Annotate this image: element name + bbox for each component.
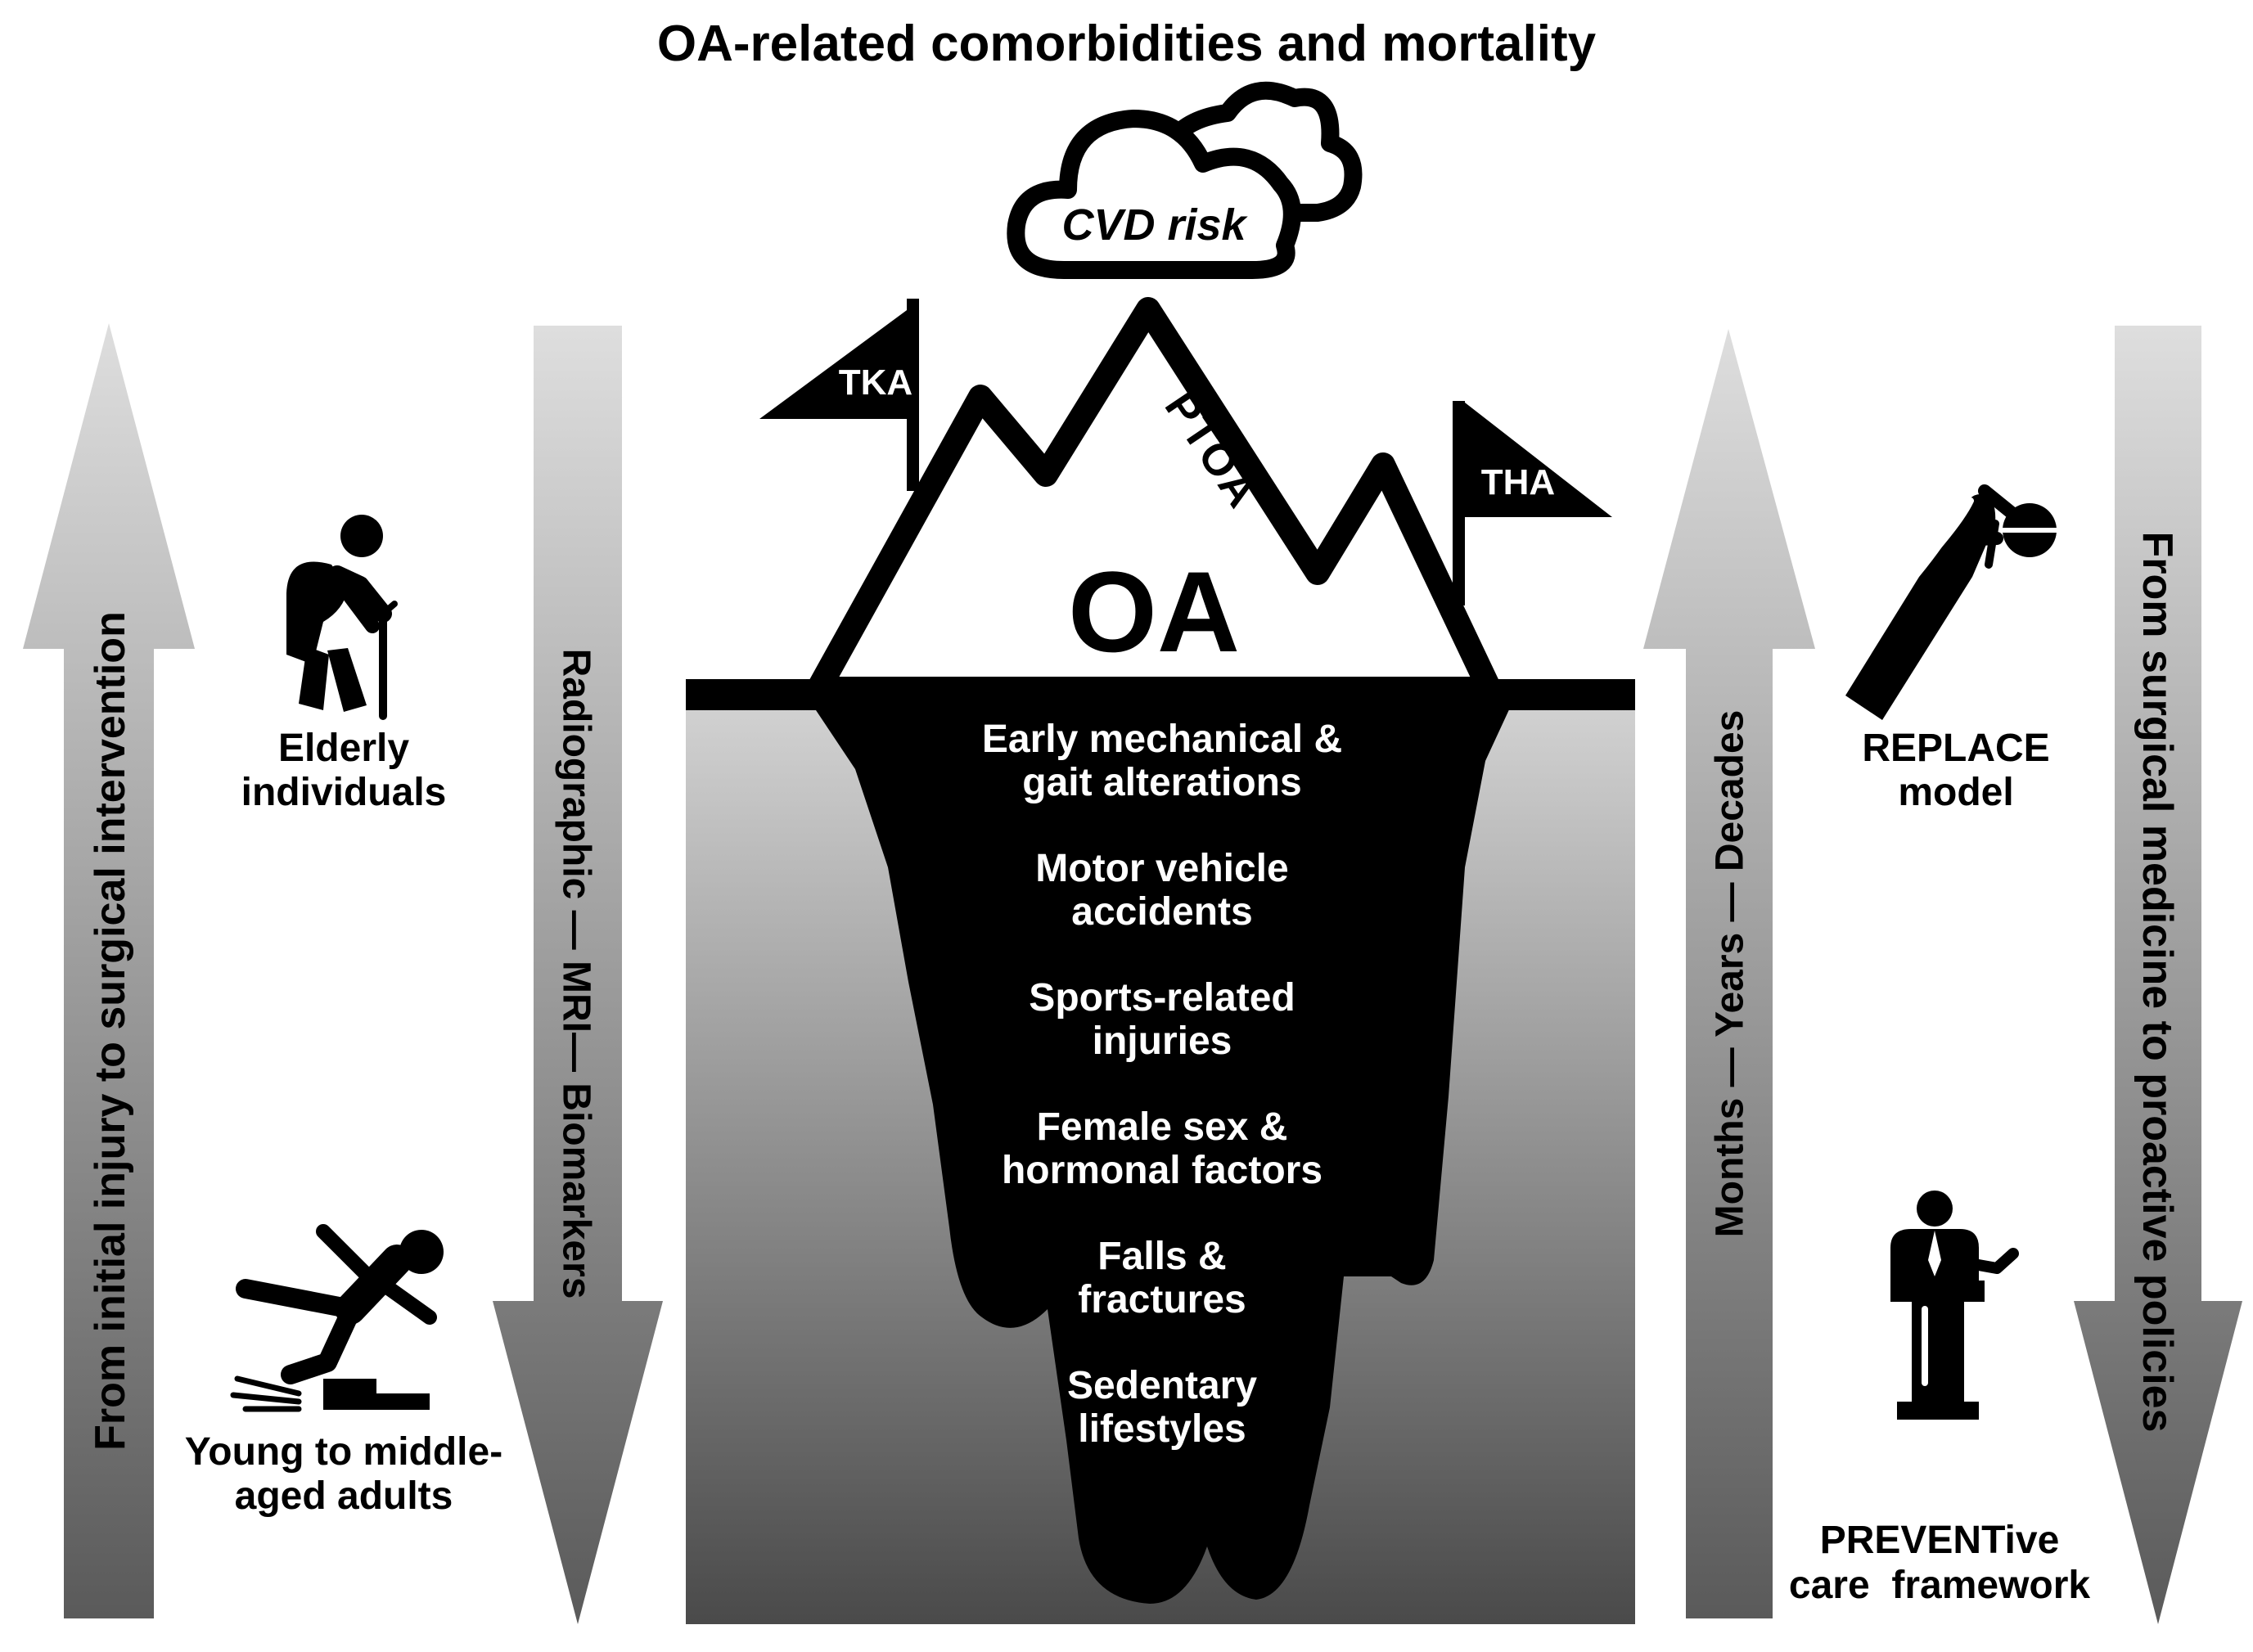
left-inner-arrow bbox=[493, 326, 663, 1624]
speaker-at-podium-icon bbox=[1890, 1191, 2019, 1420]
cloud-icon bbox=[1007, 81, 1363, 279]
iceberg-item-falls: Falls &fractures bbox=[1078, 1235, 1246, 1321]
iceberg-item-mechanical: Early mechanical &gait alterations bbox=[981, 718, 1343, 804]
oa-label: OA bbox=[1068, 547, 1240, 676]
right-inner-arrow-label: Months — Years — Decades bbox=[1708, 709, 1752, 1238]
right-inner-arrow bbox=[1643, 329, 1815, 1618]
tha-flag bbox=[1465, 403, 1612, 517]
left-outer-arrow bbox=[23, 323, 195, 1618]
cloud-label: CVD risk bbox=[1061, 200, 1246, 250]
falling-person-icon bbox=[230, 1224, 444, 1412]
hip-implant-icon bbox=[1845, 484, 2059, 720]
left-outer-arrow-label: From initial injury to surgical interven… bbox=[87, 611, 134, 1451]
tha-flagpole bbox=[1453, 401, 1465, 605]
mountain bbox=[806, 297, 1502, 701]
tha-label: THA bbox=[1480, 462, 1556, 502]
iceberg-item-female-sex: Female sex &hormonal factors bbox=[1001, 1105, 1323, 1192]
right-outer-arrow bbox=[2074, 326, 2242, 1624]
elderly-person-icon bbox=[286, 515, 398, 720]
young-adults-label: Young to middle-aged adults bbox=[184, 1430, 503, 1519]
tka-flag bbox=[759, 301, 919, 419]
tka-label: TKA bbox=[838, 362, 913, 403]
left-inner-arrow-label: Radiographic — MRI— Biomarkers bbox=[554, 648, 598, 1299]
diagram-title: OA-related comorbidities and mortality bbox=[656, 16, 1597, 72]
iceberg-underwater bbox=[806, 695, 1516, 1604]
right-outer-arrow-label: From surgical medicine to proactive poli… bbox=[2134, 531, 2181, 1433]
